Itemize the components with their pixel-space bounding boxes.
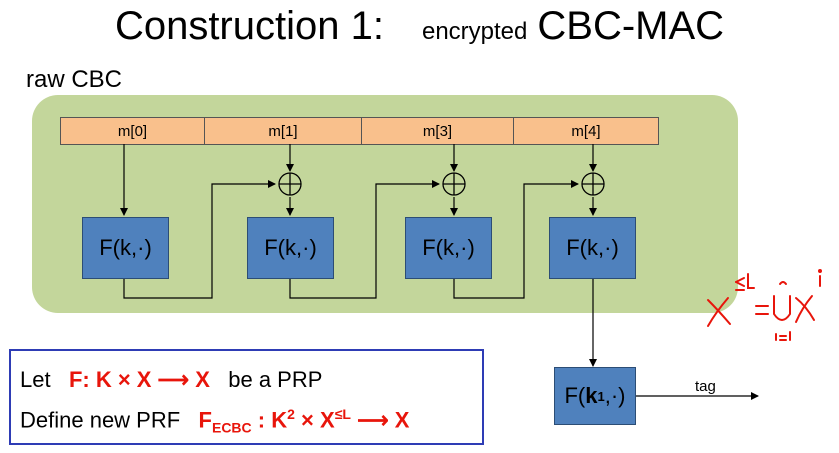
definition-box: Let F: K × X ⟶ X be a PRP Define new PRF… [9,349,484,445]
xor-icon [581,172,605,196]
prp-text: be a PRP [228,367,323,392]
let-text: Let [20,367,51,392]
range-x: X [394,407,410,433]
domain-k-exponent: 2 [287,406,295,422]
slide-title: Construction 1: encrypted CBC-MAC [0,4,839,49]
tag-label: tag [695,378,716,395]
ecbc-subscript: ECBC [211,419,252,436]
definition-line-2: Define new PRF FECBC : K2 × X≤L ⟶ X [20,406,409,436]
raw-cbc-label: raw CBC [26,66,123,93]
prf-box: F(k,·) [549,217,636,279]
final-prf-prefix: F( [564,383,586,408]
domain-x-exponent: ≤L [334,406,351,422]
xor-icon [278,172,302,196]
message-block: m[4] [514,118,658,144]
message-bar: m[0] m[1] m[3] m[4] [60,117,659,145]
definition-line-1: Let F: K × X ⟶ X be a PRP [20,367,322,393]
message-block: m[1] [205,118,362,144]
arrow-symbol: ⟶ [357,407,389,433]
final-prf-key: k [585,383,598,408]
ecbc-function: F [198,407,212,433]
prp-expression: F: K × X ⟶ X [68,367,210,392]
final-prf-key-subscript: 1 [597,388,605,404]
times-symbol: × [301,407,314,433]
prf-box: F(k,·) [247,217,334,279]
prf-box: F(k,·) [405,217,492,279]
xor-icon [442,172,466,196]
prf-box: F(k,·) [82,217,169,279]
title-main: Construction 1: [114,4,384,48]
final-prf-suffix: ,·) [604,383,626,408]
ecbc-colon: : [257,407,266,433]
message-block: m[3] [362,118,514,144]
domain-x: X [320,407,335,433]
handwritten-annotation [707,269,822,341]
message-block: m[0] [61,118,205,144]
title-name: CBC-MAC [537,4,725,48]
domain-k: K [271,407,288,433]
define-text: Define new PRF [20,407,181,433]
title-qualifier: encrypted [421,18,528,45]
